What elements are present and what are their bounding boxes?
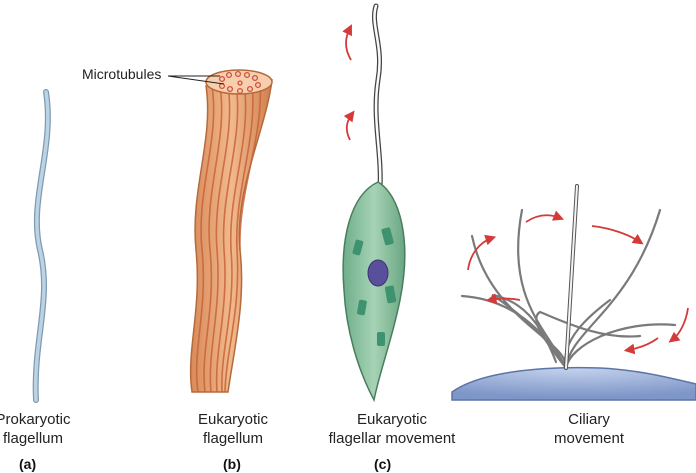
caption-line2: flagellar movement: [328, 430, 456, 447]
caption-flagellar-movement: Eukaryotic flagellar movement: [312, 410, 472, 448]
caption-line2: flagellum: [2, 430, 64, 447]
caption-line2: movement: [553, 430, 625, 447]
flagellated-cell: [342, 3, 406, 403]
eukaryotic-flagellum: [167, 69, 273, 393]
microtubules-label: Microtubules: [82, 66, 162, 82]
cilium-motion: [451, 184, 696, 401]
panel-letter-c: (c): [374, 456, 392, 472]
panel-letter-b: (b): [223, 456, 241, 472]
panel-letter-a: (a): [19, 456, 37, 472]
caption-line2: flagellum: [202, 430, 264, 447]
caption-prokaryotic: Prokaryotic flagellum: [0, 410, 88, 448]
caption-line1: Prokaryotic: [0, 411, 71, 428]
caption-line1: Ciliary: [568, 411, 610, 428]
prokaryotic-flagellum: [32, 89, 51, 403]
caption-line1: Eukaryotic: [197, 411, 269, 428]
caption-ciliary: Ciliary movement: [534, 410, 644, 448]
caption-line1: Eukaryotic: [356, 411, 428, 428]
caption-eukaryotic: Eukaryotic flagellum: [178, 410, 288, 448]
